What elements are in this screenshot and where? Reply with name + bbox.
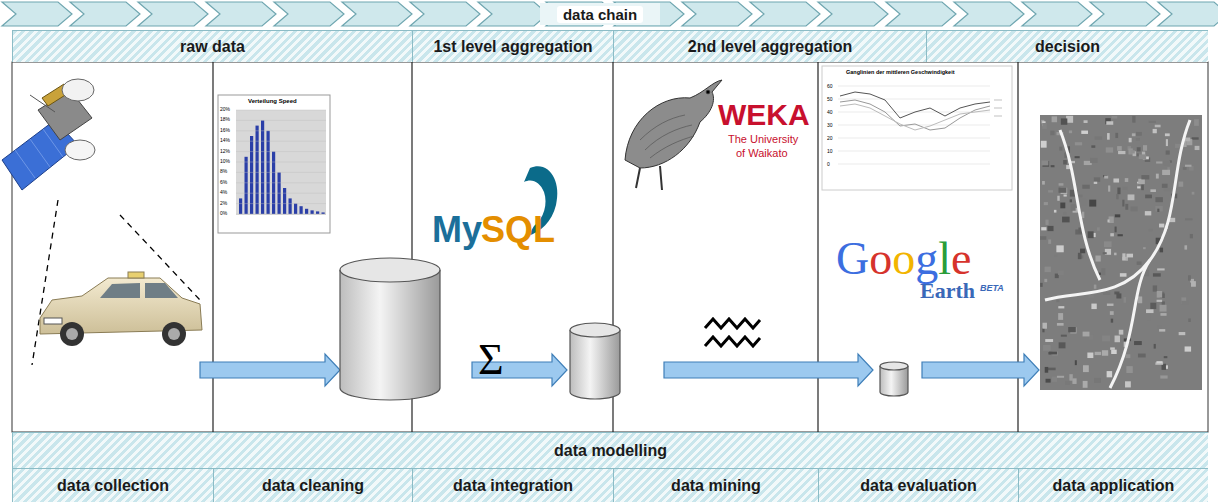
weka-bird [625, 80, 722, 190]
band-label: decision [1029, 38, 1106, 56]
chart-lines [840, 92, 990, 130]
band-cell: data integration [412, 468, 613, 502]
band-cell: 2nd level aggregation [613, 30, 926, 62]
band-label: data collection [51, 477, 175, 495]
band-cell: data collection [12, 468, 213, 502]
sum-symbol: Σ [478, 338, 504, 382]
taxi [40, 272, 202, 346]
axis-label: 20 [827, 136, 833, 141]
aerial-texture [1040, 116, 1199, 388]
logo-letter: o [869, 233, 892, 284]
line-chart-frame [822, 66, 1012, 190]
band-label: data mining [665, 477, 767, 495]
database-cylinders [340, 258, 908, 400]
band-label: 1st level aggregation [427, 38, 598, 56]
band-label: 2nd level aggregation [682, 38, 858, 56]
axis-label: 4% [220, 190, 227, 195]
aerial-roads [1045, 120, 1190, 388]
axis-label: 18% [220, 117, 230, 122]
band-cell: decision [926, 30, 1208, 62]
logo-subtext: The University [728, 134, 798, 145]
logo-letter: g [915, 233, 938, 284]
chevron-bar [2, 2, 1218, 26]
logo-subtext: BETA [980, 284, 1004, 293]
histogram-bars [236, 110, 326, 214]
axis-label: 20% [220, 107, 230, 112]
band-label: data chain [557, 6, 643, 23]
axis-label: 10 [827, 149, 833, 154]
band-cell: data modelling [12, 432, 1208, 468]
chart-title: Ganglinien der mittleren Geschwindigkeit [846, 70, 955, 76]
axis-label: 10% [220, 159, 230, 164]
logo-letter: o [892, 233, 915, 284]
band-label: data cleaning [256, 477, 370, 495]
band-cell: data application [1018, 468, 1208, 502]
histogram-plot [236, 110, 326, 215]
mining-symbol [705, 319, 760, 346]
logo-text: WEKA [718, 100, 810, 130]
logo-text: My [432, 212, 482, 248]
axis-label: 14% [220, 138, 230, 143]
axis-label: 8% [220, 169, 227, 174]
band-label: data integration [447, 477, 579, 495]
chain-title: data chain [540, 3, 660, 25]
axis-label: 0 [827, 162, 830, 167]
axis-label: 2% [220, 201, 227, 206]
axis-label: 60 [827, 84, 833, 89]
logo-text: SQL [481, 212, 555, 248]
band-cell: data evaluation [818, 468, 1018, 502]
axis-label: 6% [220, 180, 227, 185]
band-label: data evaluation [854, 477, 982, 495]
band-label: data application [1047, 477, 1181, 495]
logo-letter: l [938, 233, 951, 284]
band-label: raw data [174, 38, 251, 56]
axis-label: 12% [220, 149, 230, 154]
chart-title: Verteilung Speed [248, 98, 297, 104]
chart-grid [838, 86, 990, 164]
logo-subtext: of Waikato [736, 148, 788, 159]
logo-letter: e [951, 233, 971, 284]
satellite [2, 79, 95, 190]
band-cell: raw data [12, 30, 412, 62]
axis-label: 16% [220, 128, 230, 133]
aerial-photo [1040, 115, 1202, 390]
histogram-frame [218, 95, 330, 233]
axis-label: 50 [827, 97, 833, 102]
axis-label: 30 [827, 123, 833, 128]
band-cell: data mining [613, 468, 818, 502]
axis-label: 40 [827, 110, 833, 115]
band-label: data modelling [548, 442, 673, 460]
logo-letter: G [836, 233, 869, 284]
axis-label: 0% [220, 211, 227, 216]
band-cell: data cleaning [213, 468, 412, 502]
logo-text: Earth [920, 280, 975, 302]
band-cell: 1st level aggregation [412, 30, 613, 62]
logo-text: Google [836, 236, 971, 282]
chart-legend-lines [994, 100, 1002, 116]
